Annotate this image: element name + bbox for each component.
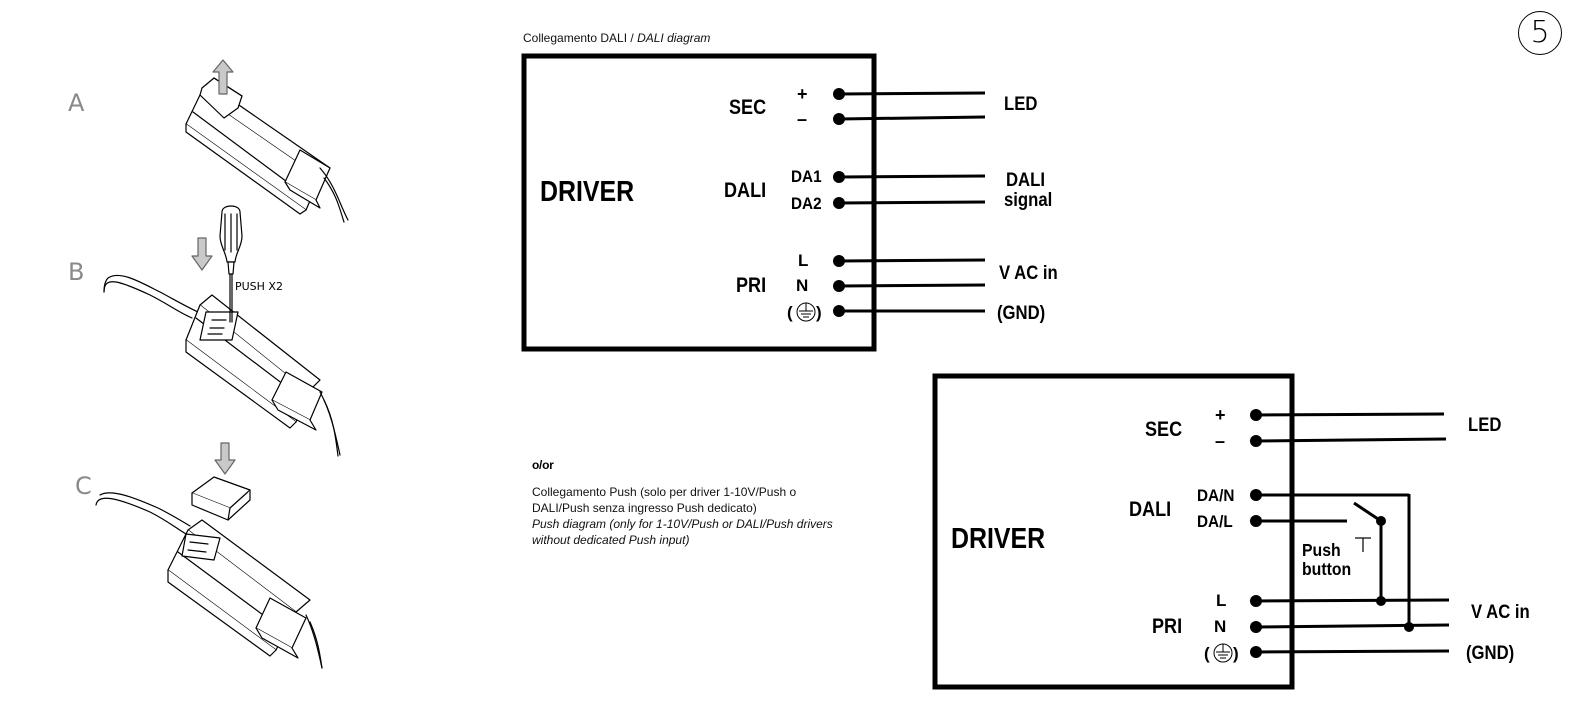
ground-paren-left: (: [787, 303, 793, 322]
sec-label: SEC: [1145, 418, 1182, 442]
driver-box: [932, 373, 1295, 690]
pri-label: PRI: [736, 274, 766, 298]
terminal-plus: +: [797, 84, 808, 104]
dali-label: DALI: [1129, 498, 1171, 522]
output-led: LED: [1468, 414, 1501, 435]
push-x2-label: PUSH X2: [235, 280, 283, 293]
output-gnd: (GND): [997, 302, 1045, 323]
ground-paren-left: (: [1204, 644, 1210, 663]
arrow-down-icon: [214, 442, 236, 475]
terminal-dot: [833, 197, 845, 209]
sec-label: SEC: [729, 96, 766, 120]
terminal-l: L: [1216, 591, 1226, 610]
output-gnd: (GND): [1466, 642, 1514, 663]
terminal-dot: [1250, 489, 1262, 501]
terminal-dot: [1250, 646, 1262, 658]
terminal-plus: +: [1215, 405, 1226, 425]
junction-dot: [1376, 516, 1386, 526]
push-caption-en-1: Push diagram (only for 1-10V/Push or DAL…: [532, 517, 833, 531]
output-vac: V AC in: [999, 262, 1058, 283]
output-dali: DALI: [1006, 169, 1045, 190]
driver-label: DRIVER: [951, 522, 1045, 554]
push-wiring-diagram: DRIVER SEC DALI PRI + – DA/N DA/L L N ( …: [932, 373, 1530, 690]
driver-step-b: [103, 274, 341, 457]
terminal-n: N: [1214, 617, 1226, 636]
junction-dot: [1404, 622, 1414, 632]
ground-terminal: ( ): [787, 302, 822, 322]
dali-caption-en: DALI diagram: [637, 31, 711, 45]
output-signal: signal: [1004, 189, 1052, 210]
step-label-a: A: [68, 89, 85, 117]
terminal-dot: [833, 171, 845, 183]
push-button-label-2: button: [1302, 559, 1351, 579]
push-switch-icon: [1355, 537, 1371, 552]
ground-paren-right: ): [816, 303, 822, 322]
terminal-dal: DA/L: [1197, 512, 1233, 531]
dali-wiring-diagram: DRIVER SEC DALI PRI + – DA1 DA2 L N ( ) …: [521, 53, 1058, 352]
terminal-dot: [833, 305, 845, 317]
terminal-dot: [1250, 515, 1262, 527]
or-label: o/or: [532, 458, 554, 472]
step-label-c: C: [75, 472, 92, 500]
terminal-dot: [1250, 621, 1262, 633]
terminal-dot: [833, 113, 845, 125]
terminal-minus: –: [1215, 431, 1225, 451]
ground-icon: [1213, 643, 1233, 663]
push-button-label-1: Push: [1302, 540, 1341, 560]
page-number-text: 5: [1530, 15, 1550, 50]
terminal-n: N: [796, 276, 808, 295]
driver-step-a: [185, 77, 349, 223]
terminal-minus: –: [797, 109, 807, 129]
dali-label: DALI: [724, 179, 766, 203]
page-number: 5: [1518, 11, 1562, 55]
ground-icon: [796, 302, 816, 322]
dali-diagram-caption: Collegamento DALI / DALI diagram: [523, 30, 710, 46]
arrow-down-icon: [191, 237, 213, 271]
output-led: LED: [1004, 93, 1037, 114]
dali-caption-it: Collegamento DALI /: [523, 31, 638, 45]
ground-paren-right: ): [1233, 644, 1239, 663]
terminal-dot: [833, 280, 845, 292]
terminal-dot: [833, 255, 845, 267]
output-vac: V AC in: [1471, 601, 1530, 622]
terminal-dot: [1250, 435, 1262, 447]
push-caption-it-2: DALI/Push senza ingresso Push dedicato): [532, 501, 757, 515]
pri-label: PRI: [1152, 615, 1182, 639]
terminal-da1: DA1: [791, 167, 822, 186]
ground-terminal: ( ): [1204, 643, 1239, 663]
arrow-up-icon: [212, 59, 234, 95]
push-caption-it-1: Collegamento Push (solo per driver 1-10V…: [532, 485, 797, 499]
driver-label: DRIVER: [540, 175, 634, 207]
step-label-b: B: [68, 258, 85, 286]
terminal-l: L: [798, 251, 808, 270]
assembly-illustration: PUSH X2: [95, 59, 349, 669]
terminal-dot: [1250, 409, 1262, 421]
screwdriver-icon: [219, 205, 243, 323]
cap-icon: [191, 476, 251, 521]
driver-step-c: [95, 492, 323, 669]
push-diagram-caption: Collegamento Push (solo per driver 1-10V…: [532, 484, 872, 548]
terminal-dot: [1250, 595, 1262, 607]
terminal-dot: [833, 88, 845, 100]
junction-dot: [1376, 596, 1386, 606]
push-caption-en-2: without dedicated Push input): [532, 533, 690, 547]
terminal-da2: DA2: [791, 194, 822, 213]
terminal-dan: DA/N: [1197, 486, 1234, 505]
